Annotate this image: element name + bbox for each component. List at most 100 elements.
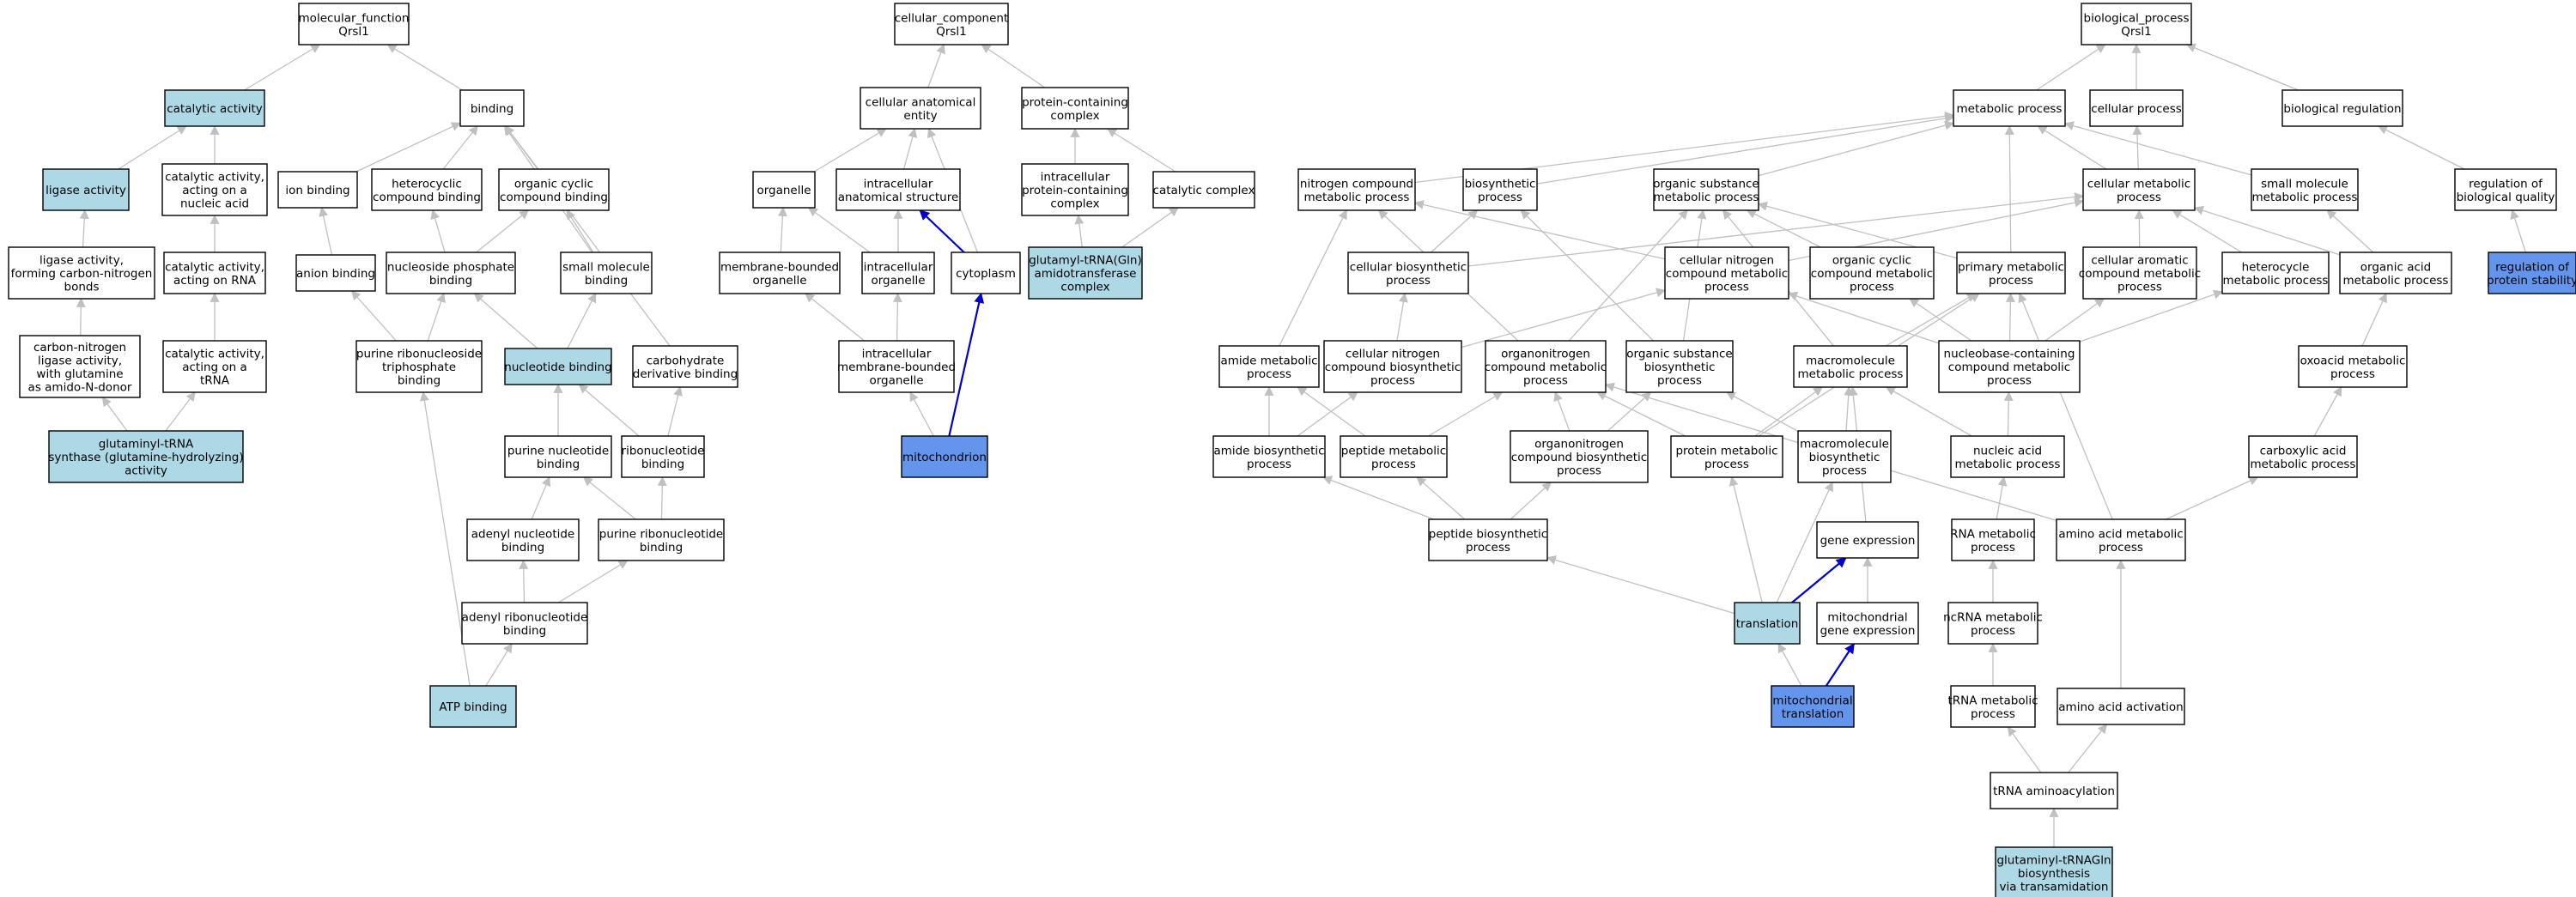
go-term-box xyxy=(1947,602,2038,645)
go-term-label-line: regulation of xyxy=(2495,260,2570,274)
go-term-cyto[interactable]: cytoplasm xyxy=(951,252,1021,294)
go-term-lig[interactable]: ligase activity xyxy=(42,168,130,211)
go-term-ionb[interactable]: ion binding xyxy=(277,171,358,209)
go-term-nucb[interactable]: nucleotide binding xyxy=(504,348,612,385)
go-term-box xyxy=(2082,168,2196,211)
edge-aamp-to-pmp xyxy=(2018,292,2113,520)
go-term-label-line: complex xyxy=(1050,197,1099,211)
go-term-aaact[interactable]: amino acid activation xyxy=(2057,688,2185,725)
go-term-trnaa[interactable]: tRNA aminoacylation xyxy=(1990,772,2118,809)
go-term-box xyxy=(1670,435,1783,478)
go-term-mito[interactable]: mitochondrion xyxy=(901,435,988,478)
go-term-mp[interactable]: metabolic process xyxy=(1953,89,2066,127)
edge-smb-to-orgb xyxy=(566,209,594,253)
go-term-bind[interactable]: binding xyxy=(459,89,525,127)
edge-adrnb-to-adnb xyxy=(519,559,529,603)
go-term-trl[interactable]: translation xyxy=(1734,602,1801,645)
go-term-label: gene expression xyxy=(1820,534,1916,548)
go-term-catc[interactable]: catalytic complex xyxy=(1152,171,1255,209)
edge-nbcmp-to-pmp xyxy=(2005,292,2015,342)
go-term-ge[interactable]: gene expression xyxy=(1816,521,1919,559)
go-term-label: organelle xyxy=(756,184,811,197)
go-term-label-line: carbohydrate xyxy=(647,354,725,367)
go-term-br[interactable]: biological regulation xyxy=(2281,89,2403,127)
go-term-cat[interactable]: catalytic activity xyxy=(164,89,265,127)
go-term-label-line: triphosphate xyxy=(382,361,456,374)
go-term-box xyxy=(386,252,516,294)
go-term-box xyxy=(632,345,738,388)
go-term-anb[interactable]: anion binding xyxy=(295,254,376,292)
go-term-atp[interactable]: ATP binding xyxy=(429,685,517,728)
go-term-org[interactable]: organelle xyxy=(752,171,816,209)
go-term-box xyxy=(295,254,376,292)
go-term-label-line: cellular_component xyxy=(895,11,1008,25)
go-term-cp[interactable]: cellular process xyxy=(2089,89,2184,127)
go-term-carna[interactable]: catalytic activity,acting on RNA xyxy=(163,252,266,294)
edge-osbp-to-bsp xyxy=(1520,209,1655,342)
